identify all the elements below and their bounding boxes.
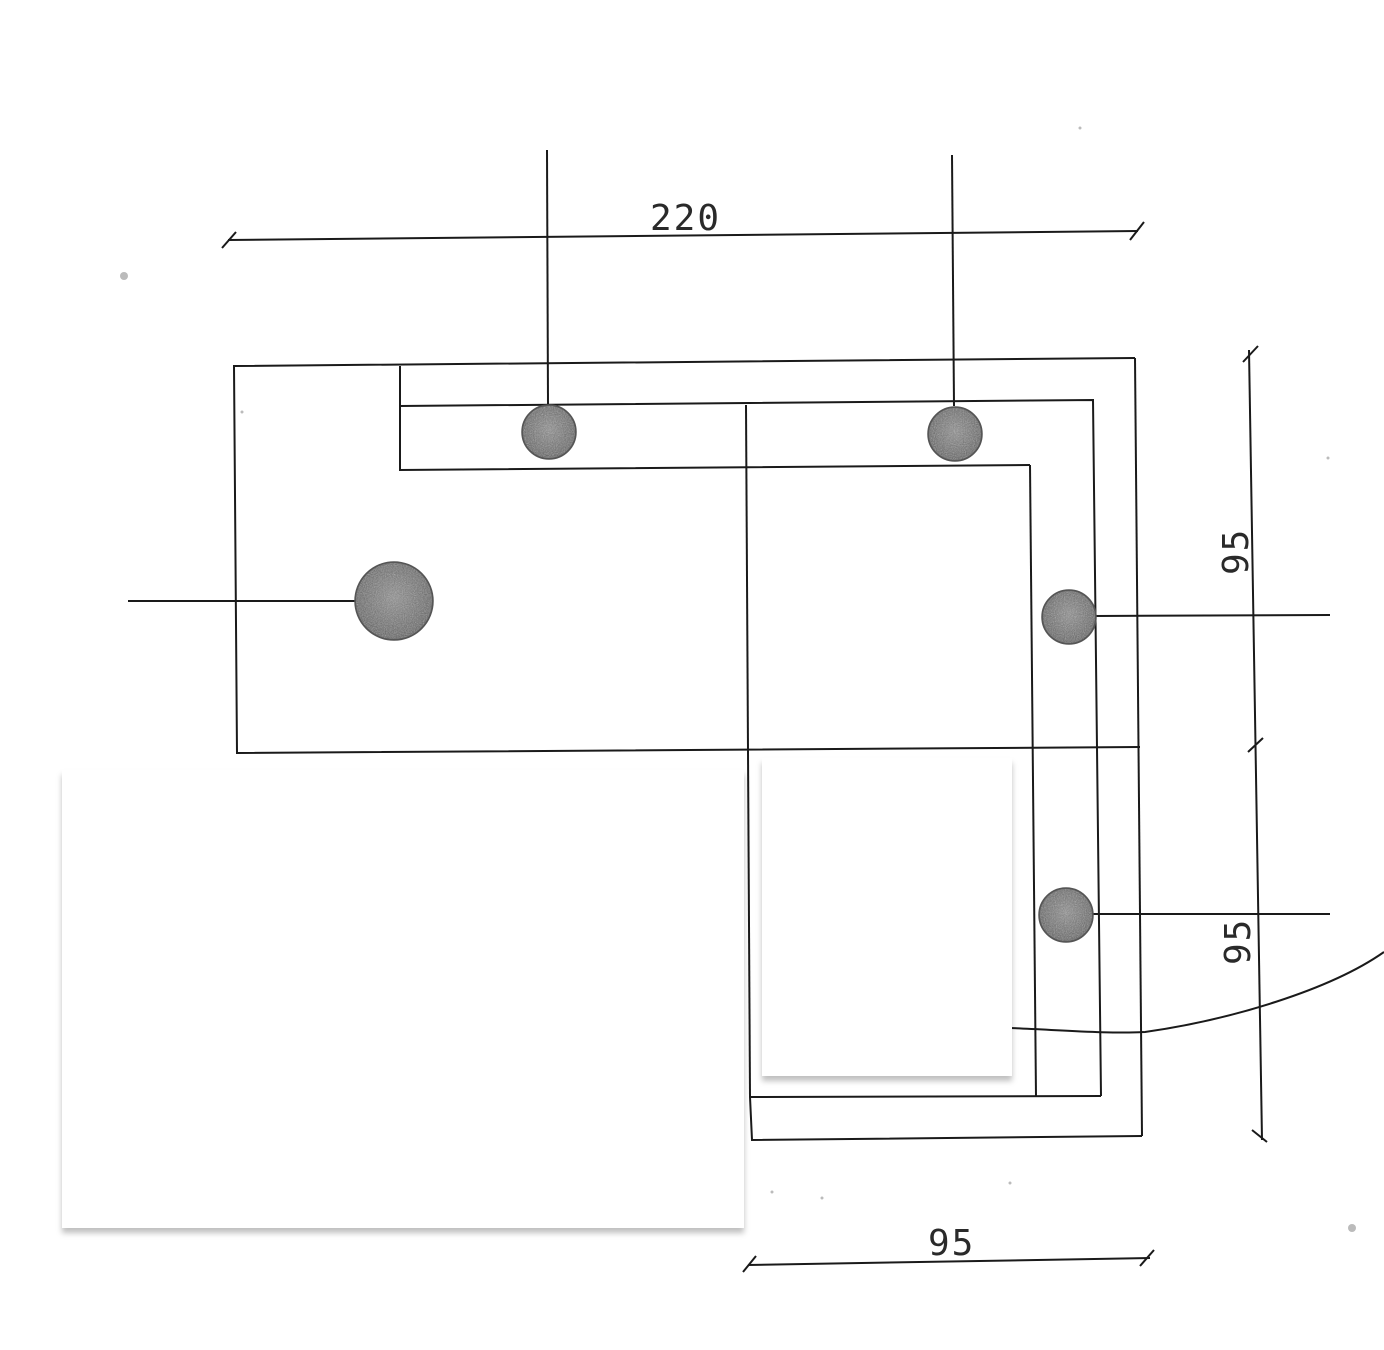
sofa-backrest-top: [399, 366, 1102, 1097]
dimension-label-top: 220: [650, 198, 721, 239]
curved-edge-line: [1009, 951, 1384, 1034]
dimension-label-right-lower: 95: [1218, 918, 1259, 965]
sofa-right-section: [749, 357, 1143, 1142]
scan-specks: [120, 126, 1356, 1232]
paper-patch-edge: [1336, 822, 1384, 930]
leader-line-top-left: [546, 149, 549, 406]
paper-patch-large: [62, 770, 744, 1228]
paper-patch-small: [762, 758, 1012, 1076]
dimension-right: 95 95: [1216, 345, 1268, 1143]
dimension-bottom: 95: [742, 1223, 1155, 1273]
dimension-label-right-upper: 95: [1216, 528, 1257, 575]
leader-line-right-upper: [1094, 614, 1331, 617]
leader-line-top-right: [951, 154, 955, 407]
sofa-left-section: [232, 357, 1141, 755]
dimension-label-bottom: 95: [928, 1223, 975, 1264]
seat-divider: [745, 404, 751, 1098]
dimension-top: 220: [221, 198, 1145, 249]
